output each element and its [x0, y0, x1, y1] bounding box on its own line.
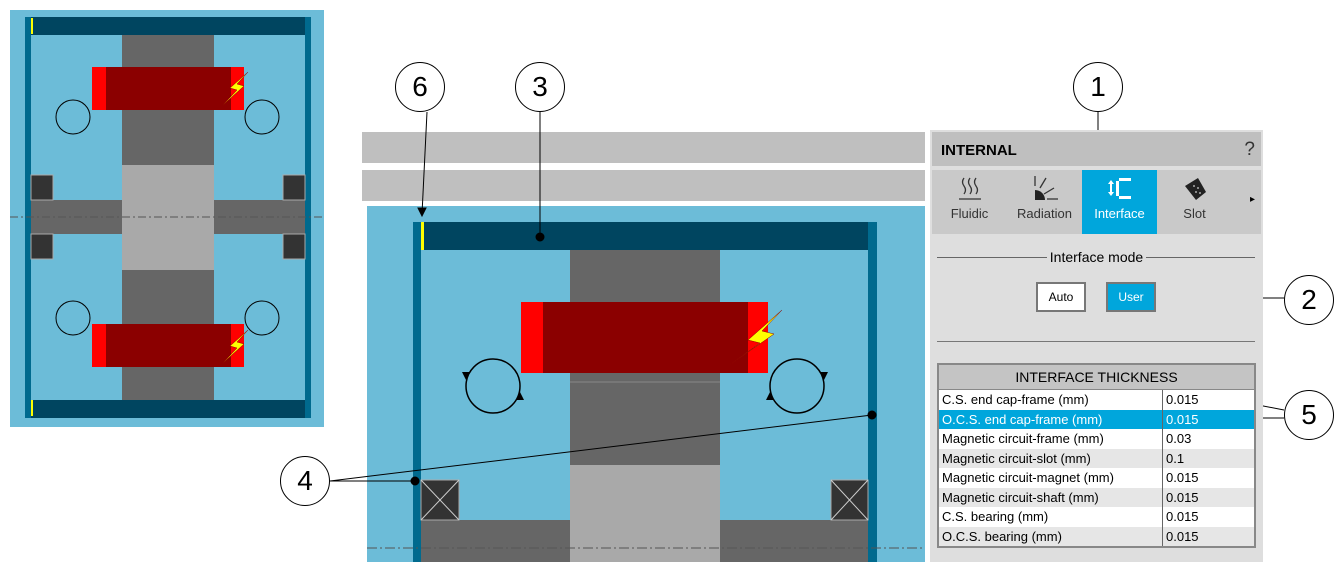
bearing-right — [830, 479, 869, 521]
row-value[interactable]: 0.03 — [1162, 429, 1255, 449]
table-row[interactable]: Magnetic circuit-frame (mm)0.03 — [938, 429, 1255, 449]
table-row[interactable]: C.S. end cap-frame (mm)0.015 — [938, 389, 1255, 410]
row-value[interactable]: 0.1 — [1162, 448, 1255, 468]
main-diagram — [362, 132, 925, 562]
row-name: O.C.S. end cap-frame (mm) — [938, 409, 1163, 429]
table-row[interactable]: O.C.S. bearing (mm)0.015 — [938, 526, 1255, 547]
user-button[interactable]: User — [1106, 282, 1156, 312]
tab-bar: Fluidic Radiation Interface Slot ▸ — [932, 170, 1261, 234]
divider — [937, 341, 1255, 342]
row-name: C.S. end cap-frame (mm) — [938, 389, 1163, 410]
heat-waves-icon — [932, 170, 1007, 206]
row-name: C.S. bearing (mm) — [938, 507, 1163, 527]
thumbnail-diagram — [10, 10, 324, 427]
row-name: Magnetic circuit-magnet (mm) — [938, 468, 1163, 488]
table-row-selected[interactable]: O.C.S. end cap-frame (mm)0.015 — [938, 409, 1255, 429]
tab-label: Fluidic — [950, 206, 989, 221]
row-value[interactable]: 0.015 — [1162, 507, 1255, 527]
row-value[interactable]: 0.015 — [1162, 487, 1255, 507]
help-button[interactable]: ? — [1244, 139, 1255, 160]
tab-label: Interface — [1094, 206, 1145, 221]
auto-button[interactable]: Auto — [1036, 282, 1086, 312]
row-value[interactable]: 0.015 — [1162, 389, 1255, 410]
table-row[interactable]: Magnetic circuit-magnet (mm)0.015 — [938, 468, 1255, 488]
row-name: O.C.S. bearing (mm) — [938, 526, 1163, 547]
row-name: Magnetic circuit-frame (mm) — [938, 429, 1163, 449]
callout-3: 3 — [515, 62, 565, 112]
callout-1: 1 — [1073, 62, 1123, 112]
tab-label: Radiation — [1017, 206, 1072, 221]
callout-2: 2 — [1284, 275, 1334, 325]
callout-6: 6 — [395, 62, 445, 112]
interface-icon — [1082, 170, 1157, 206]
panel-title: INTERNAL — [941, 142, 1017, 159]
tab-radiation[interactable]: Radiation — [1007, 170, 1082, 234]
table-row[interactable]: Magnetic circuit-shaft (mm)0.015 — [938, 487, 1255, 507]
bearing-left — [420, 479, 460, 521]
row-value[interactable]: 0.015 — [1162, 468, 1255, 488]
interface-thickness-table: INTERFACE THICKNESS C.S. end cap-frame (… — [937, 363, 1256, 548]
tabs-scroll-right-button[interactable]: ▸ — [1249, 194, 1255, 205]
row-value[interactable]: 0.015 — [1162, 526, 1255, 547]
row-name: Magnetic circuit-slot (mm) — [938, 448, 1163, 468]
radiation-icon — [1007, 170, 1082, 206]
slot-icon — [1157, 170, 1232, 206]
interface-mode-label: Interface mode — [1046, 249, 1147, 265]
table-row[interactable]: Magnetic circuit-slot (mm)0.1 — [938, 448, 1255, 468]
callout-4: 4 — [280, 456, 330, 506]
table-title: INTERFACE THICKNESS — [938, 364, 1255, 390]
table-row[interactable]: C.S. bearing (mm)0.015 — [938, 507, 1255, 527]
tab-fluidic[interactable]: Fluidic — [932, 170, 1007, 234]
tab-interface[interactable]: Interface — [1082, 170, 1157, 234]
tab-slot[interactable]: Slot — [1157, 170, 1232, 234]
internal-panel: INTERNAL ? Fluidic Radiation Interface S… — [930, 130, 1263, 562]
panel-header: INTERNAL ? — [932, 132, 1261, 166]
row-name: Magnetic circuit-shaft (mm) — [938, 487, 1163, 507]
row-value[interactable]: 0.015 — [1162, 409, 1255, 429]
callout-5: 5 — [1284, 390, 1334, 440]
tab-label: Slot — [1183, 206, 1206, 221]
